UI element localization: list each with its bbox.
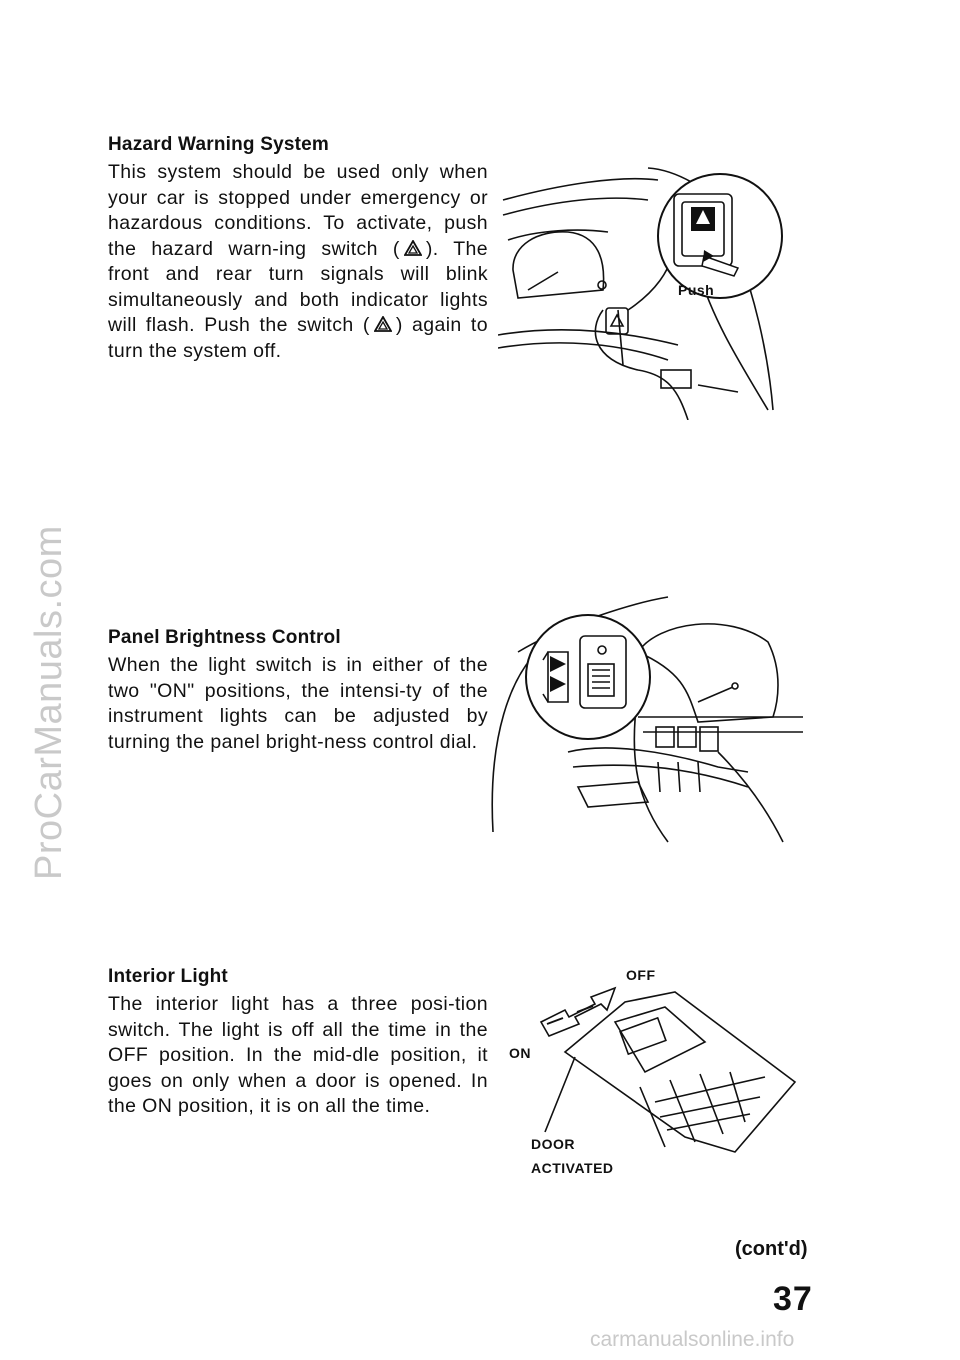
panel-figure [488, 592, 808, 852]
dashboard-hazard-illustration [498, 167, 783, 420]
hazard-text-2: ). The front and rear turn signals will … [108, 237, 488, 337]
hazard-text-3: ) again to turn the system off. [108, 314, 488, 362]
hazard-title: Hazard Warning System [108, 134, 329, 155]
activated-label: ACTIVATED [531, 1160, 614, 1176]
door-label: DOOR [531, 1136, 575, 1152]
hazard-triangle-icon [403, 239, 422, 256]
hazard-body: This system should be used only when you… [108, 160, 488, 364]
hazard-figure: Push [498, 160, 798, 420]
panel-section: Panel Brightness Control When the light … [108, 627, 488, 755]
interior-body: The interior light has a three posi-tion… [108, 993, 488, 1117]
continued-label: (cont'd) [735, 1238, 808, 1260]
on-label: ON [509, 1045, 531, 1061]
page-number: 37 [773, 1280, 813, 1318]
footer-watermark: carmanualsonline.info [590, 1328, 795, 1351]
dashboard-dial-illustration [491, 596, 803, 843]
off-label: OFF [626, 967, 656, 983]
panel-body: When the light switch is in either of th… [108, 654, 488, 753]
hazard-triangle-icon [373, 316, 392, 332]
hazard-text-1: This system should be used only when you… [108, 161, 488, 260]
interior-light-illustration [539, 986, 797, 1153]
watermark-text: ProCarManuals.com [28, 525, 70, 880]
push-label: Push [678, 282, 715, 298]
hazard-section: Hazard Warning System This system should… [108, 134, 488, 364]
interior-title: Interior Light [108, 966, 228, 987]
panel-title: Panel Brightness Control [108, 627, 341, 648]
interior-section: Interior Light The interior light has a … [108, 966, 488, 1120]
interior-figure: OFF ON DOOR ACTIVATED [505, 962, 805, 1176]
